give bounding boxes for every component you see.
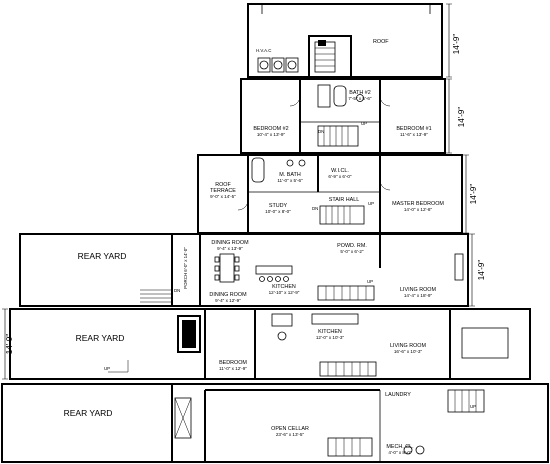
garden-height-dim: 14'-9" (5, 334, 14, 355)
parlor-room-powder-size: 5'-0" x 6'-2" (340, 249, 364, 254)
third-floor-outline (240, 78, 446, 154)
third-room-bath-2: BATH #2 (349, 90, 370, 96)
third-room-bedroom-1: BEDROOM #1 (396, 126, 431, 132)
third-floor: BEDROOM #2 10'-4" x 13'-9" BATH #2 7'-5"… (240, 78, 466, 154)
cellar-room-mech: MECH. CL. (386, 444, 413, 450)
garden-room-kitchen-size: 12'-0" x 10'-3" (316, 335, 345, 340)
parlor-room-dining-2-size: 9'-4" x 12'-9" (215, 298, 241, 303)
third-room-bedroom-1-size: 11'-6" x 13'-9" (400, 132, 428, 137)
roof-label: ROOF (373, 39, 389, 45)
cellar-room-mech-size: 4'-0" x 8'-0" (388, 450, 412, 455)
garden-room-living-size: 16'-6" x 10'-3" (394, 349, 423, 354)
second-room-master-bath-size: 11'-0" x 5'-6" (277, 178, 303, 183)
garden-outline (9, 308, 531, 380)
garden-up-mark: UP (104, 366, 110, 371)
parlor-room-kitchen: KITCHEN (272, 284, 296, 290)
hvac-label: H.V.A.C (256, 48, 271, 53)
second-height-dim: 14'-9" (469, 184, 478, 205)
parlor-outline (19, 233, 469, 307)
second-floor-outline (197, 154, 463, 234)
third-height-dim: 14'-9" (457, 107, 466, 128)
roof-level: H.V.A.C ROOF 14'-9" (247, 3, 461, 78)
roof-outline (247, 3, 443, 78)
parlor-height-dim: 14'-9" (477, 260, 486, 281)
garden-room-bedroom: BEDROOM (219, 360, 247, 366)
cellar-up-mark: UP (470, 404, 476, 409)
cellar-room-open-size: 23'-6" x 13'-5" (276, 432, 305, 437)
second-room-stair-hall: STAIR HALL (329, 197, 359, 203)
second-room-master-bedroom-size: 14'-0" x 12'-8" (404, 207, 433, 212)
second-room-master-bath: M. BATH (279, 172, 301, 178)
garden-room-kitchen: KITCHEN (318, 329, 342, 335)
parlor-room-powder: POWD. RM. (337, 243, 367, 249)
garden-floor: REAR YARD BEDROOM 11'-0" x 12'-9" KITCHE… (2, 308, 531, 380)
roof-height-dim: 14'-9" (452, 34, 461, 55)
third-room-bath-2-size: 7'-5" x 5'-6" (348, 96, 372, 101)
second-room-study: STUDY (269, 203, 288, 209)
third-dn-mark: DN (318, 129, 324, 134)
parlor-room-kitchen-size: 12'-10" x 12'-9" (269, 290, 300, 295)
second-room-closet-size: 6'-9" x 6'-0" (328, 174, 352, 179)
cellar-room-open: OPEN CELLAR (271, 426, 309, 432)
parlor-dn-mark: DN (174, 288, 180, 293)
second-dn-mark: DN (312, 206, 318, 211)
third-room-bedroom-2: BEDROOM #2 (253, 126, 288, 132)
second-room-terrace-size: 9'-0" x 14'-5" (210, 194, 236, 199)
cellar-rear-yard: REAR YARD (64, 408, 113, 418)
parlor-room-living: LIVING ROOM (400, 287, 436, 293)
second-up-mark: UP (368, 201, 374, 206)
third-up-mark: UP (361, 121, 367, 126)
second-room-master-bedroom: MASTER BEDROOM (392, 201, 444, 207)
parlor-porch: PORCH 6'-0" x 14'-0" (183, 247, 188, 289)
garden-rear-yard: REAR YARD (76, 333, 125, 343)
garden-room-living: LIVING ROOM (390, 343, 426, 349)
garden-room-bedroom-size: 11'-0" x 12'-9" (219, 366, 247, 371)
parlor-up-mark: UP (367, 279, 373, 284)
cellar-level: REAR YARD OPEN CELLAR 23'-6" x 13'-5" LA… (1, 383, 549, 463)
parlor-room-dining-1-size: 9'-4" x 13'-9" (217, 246, 243, 251)
third-room-bedroom-2-size: 10'-4" x 13'-9" (257, 132, 286, 137)
parlor-rear-yard: REAR YARD (78, 251, 127, 261)
hvac-units (257, 57, 299, 73)
parlor-room-living-size: 14'-4" x 18'-9" (404, 293, 433, 298)
parlor-floor: REAR YARD PORCH 6'-0" x 14'-0" DINING RO… (19, 233, 486, 307)
stair-bulkhead (308, 35, 352, 78)
parlor-room-dining-2: DINING ROOM (209, 292, 247, 298)
parlor-room-dining-1: DINING ROOM (211, 240, 249, 246)
cellar-room-laundry: LAUNDRY (385, 392, 411, 398)
cellar-outline (1, 383, 549, 463)
second-room-study-size: 10'-0" x 8'-0" (265, 209, 291, 214)
second-room-closet: W.I.CL. (331, 168, 349, 174)
